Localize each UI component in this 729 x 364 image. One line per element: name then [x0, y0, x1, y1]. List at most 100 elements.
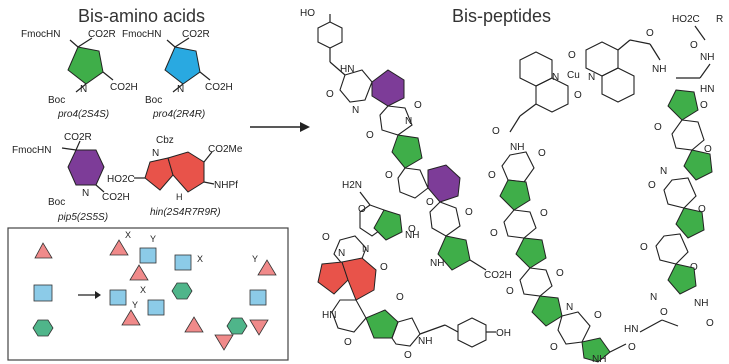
- p2-green-ring-top: [373, 209, 403, 241]
- p1-o-7: O: [465, 207, 473, 218]
- pip5-2s5s-co2r: CO2R: [64, 132, 92, 143]
- p4-green-4: [667, 263, 697, 295]
- hin-n: N: [152, 148, 159, 159]
- cu-complex: Cu O O N N O NH O NH: [492, 28, 666, 153]
- pro4-2s4s-co2h: CO2H: [110, 82, 138, 93]
- p1-o-3: O: [366, 130, 374, 141]
- p2-o-5: O: [396, 292, 404, 303]
- p4-r: R: [716, 14, 723, 25]
- p2-red-ring-right: [341, 257, 377, 301]
- p2-oh: OH: [496, 328, 511, 339]
- p3-hn-1: HN: [624, 324, 638, 335]
- p3-o-6: O: [506, 286, 514, 297]
- p3-nh-1: NH: [592, 354, 606, 364]
- pip5-2s5s-n: N: [82, 188, 89, 199]
- pro4-2r4r-fmochn: FmocHN: [122, 29, 161, 40]
- p3-o-2: O: [488, 170, 496, 181]
- p4-o-10: O: [706, 318, 714, 329]
- p4-n-2: N: [650, 292, 657, 303]
- p1-co2h: CO2H: [484, 270, 512, 281]
- monomer-pro4-2s4s: FmocHN CO2R N CO2H Boc pro4(2S4S): [21, 29, 138, 120]
- p4-n-1: N: [660, 166, 667, 177]
- pro4-2r4r-n: N: [177, 84, 184, 95]
- hin-h: H: [176, 192, 183, 202]
- schematic-square: [33, 284, 53, 302]
- monomer-hin: Cbz N CO2Me NHPf HO2C H hin(2S4R7R9R): [107, 135, 243, 218]
- p1-green-ring-1: [391, 134, 423, 169]
- p3-o-3: O: [540, 208, 548, 219]
- p2-hn-1: HN: [322, 310, 336, 321]
- monomer-pro4-2r4r: FmocHN CO2R N CO2H Boc pro4(2R4R): [122, 29, 233, 120]
- bis-peptide-4: HO2C R O NH HN O O O N O O O O N O NH O: [640, 14, 723, 329]
- schematic-y-top: Y: [150, 234, 156, 244]
- heading-bis-peptides: Bis-peptides: [452, 6, 552, 26]
- cu-o-4: O: [492, 126, 500, 137]
- pip5-2s5s-label: pip5(2S5S): [57, 212, 108, 223]
- cu-atom: Cu: [567, 70, 580, 81]
- p4-o-3: O: [654, 122, 662, 133]
- pro4-2r4r-boc: Boc: [145, 95, 162, 106]
- cu-n-1: N: [552, 72, 559, 83]
- p1-n-2: N: [405, 116, 412, 127]
- p4-o-7: O: [640, 242, 648, 253]
- pro4-2r4r-co2h: CO2H: [205, 82, 233, 93]
- cu-nh: NH: [652, 64, 666, 75]
- p4-nh-2: NH: [694, 298, 708, 309]
- p3-o-1: O: [538, 148, 546, 159]
- p3-green-3: [531, 295, 563, 327]
- p4-green-3: [675, 207, 705, 239]
- p1-o-4: O: [385, 170, 393, 181]
- bis-peptide-2: H2N O NH O N N O HN O N O O NH OH: [317, 180, 511, 361]
- p3-o-9: O: [628, 342, 636, 353]
- pro4-2r4r-ring: [164, 46, 201, 85]
- hin-ring-right: [167, 151, 205, 193]
- pro4-2s4s-boc: Boc: [48, 95, 65, 106]
- cu-nh-2: NH: [510, 142, 524, 153]
- p2-red-ring-left: [317, 261, 349, 295]
- p4-hn-1: HN: [700, 84, 714, 95]
- p4-o-4: O: [704, 144, 712, 155]
- schematic-y-right: Y: [252, 254, 258, 264]
- p3-o-8: O: [594, 310, 602, 321]
- p1-nh-1: NH: [430, 258, 444, 269]
- hin-ring-left: [144, 157, 174, 191]
- bis-peptide-3: O O O O O O N O O NH O HN: [488, 148, 679, 364]
- hin-co2me: CO2Me: [208, 144, 243, 155]
- p3-n-1: N: [566, 302, 573, 313]
- pip5-2s5s-fmochn: FmocHN: [12, 145, 51, 156]
- p4-o-2: O: [700, 100, 708, 111]
- pro4-2r4r-co2r: CO2R: [182, 29, 210, 40]
- schematic-box: X Y X Y X Y: [7, 227, 289, 361]
- p1-ho-top: HO: [300, 8, 315, 19]
- p2-o-6: O: [404, 350, 412, 361]
- p1-hn-1: HN: [340, 64, 354, 75]
- p4-o-1: O: [690, 40, 698, 51]
- schematic-y-mid: Y: [132, 300, 138, 310]
- schematic-x-right: X: [197, 254, 203, 264]
- p1-n-1: N: [352, 105, 359, 116]
- p1-purple-ring-bottom: [427, 164, 461, 203]
- p2-o-2: O: [322, 232, 330, 243]
- cu-n-2: N: [588, 72, 595, 83]
- p3-o-5: O: [556, 268, 564, 279]
- schematic-x-mid: X: [140, 285, 146, 295]
- p4-o-6: O: [698, 204, 706, 215]
- p2-nh-2: NH: [418, 336, 432, 347]
- p2-o-4: O: [344, 337, 352, 348]
- p4-o-9: O: [660, 307, 668, 318]
- schematic-triangle: [34, 242, 53, 259]
- hin-label: hin(2S4R7R9R): [150, 207, 221, 218]
- bis-peptide-1: HO HN O N O O N O O O O CO2H NH: [300, 8, 512, 281]
- p3-green-2: [515, 237, 547, 269]
- p1-o-6: O: [408, 224, 416, 235]
- p2-nh-1: NH: [405, 230, 419, 241]
- pro4-2s4s-co2r: CO2R: [88, 29, 116, 40]
- p2-n-2: N: [362, 244, 369, 255]
- cu-o-2: O: [574, 90, 582, 101]
- pip5-2s5s-ring: [67, 149, 105, 186]
- p3-green-1: [499, 179, 531, 211]
- pro4-2s4s-ring: [67, 46, 104, 85]
- p3-green-4: [581, 337, 611, 363]
- heading-bis-amino-acids: Bis-amino acids: [78, 6, 206, 26]
